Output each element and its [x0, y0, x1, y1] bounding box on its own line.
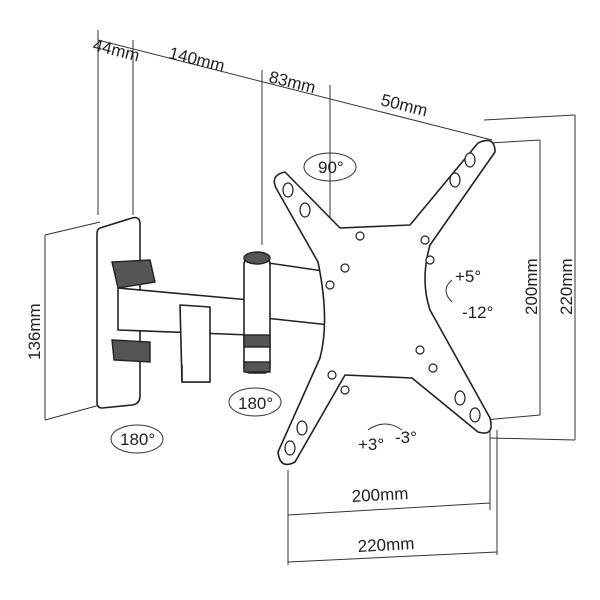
dim-50mm: 50mm	[379, 90, 429, 120]
dim-220mm-vertical: 220mm	[557, 258, 576, 315]
rotation-arrows	[110, 152, 453, 454]
mounting-holes	[282, 152, 481, 456]
top-dimension-lines	[97, 30, 493, 245]
vesa-plate	[273, 139, 496, 466]
angle-arm-swivel-180: 180°	[238, 394, 273, 413]
dim-220mm-horizontal: 220mm	[357, 534, 415, 556]
angle-wall-swivel-180: 180°	[120, 430, 155, 449]
dim-200mm-horizontal: 200mm	[351, 484, 409, 506]
arm	[117, 251, 331, 383]
bottom-dimension-lines	[287, 430, 498, 565]
angle-tilt-down: -12°	[462, 303, 493, 322]
angle-tilt-up: +5°	[455, 267, 481, 286]
left-dimension-lines	[44, 221, 101, 421]
right-dimension-lines	[483, 114, 576, 441]
angle-rotation-90: 90°	[318, 158, 344, 177]
angle-level-plus: +3°	[358, 435, 384, 454]
dim-140mm: 140mm	[167, 43, 227, 75]
dim-136mm: 136mm	[25, 303, 44, 360]
dim-83mm: 83mm	[267, 67, 317, 97]
dim-200mm-vertical: 200mm	[522, 258, 541, 315]
angle-level-minus: -3°	[395, 428, 417, 447]
wall-plate	[96, 216, 156, 409]
dim-44mm: 44mm	[91, 35, 141, 65]
